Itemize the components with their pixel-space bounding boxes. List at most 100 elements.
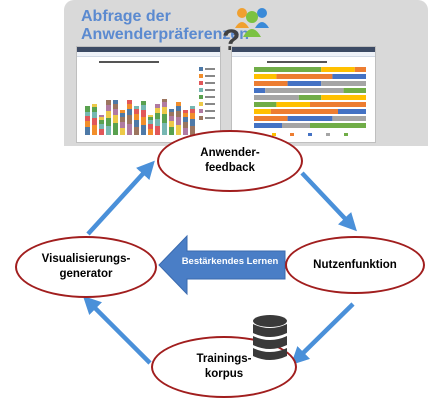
thumb-bar-segment (120, 110, 125, 113)
thumb-hbar-segment (354, 67, 366, 72)
thumb-bar-segment (190, 119, 195, 126)
thumb-legend-swatch (272, 133, 276, 136)
thumb-bar-segment (106, 105, 111, 111)
screenshot-titlebar (77, 47, 220, 52)
thumb-legend-swatch (199, 102, 203, 106)
thumb-bar-segment (127, 115, 132, 124)
thumb-hbar-segment (254, 67, 322, 72)
thumb-legend-text-mark (205, 103, 215, 105)
thumb-legend-swatch (344, 133, 348, 136)
thumb-bar-segment (113, 123, 118, 135)
thumb-bar-segment (134, 114, 139, 120)
thumb-bar-segment (120, 113, 125, 117)
thumb-bar-segment (92, 104, 97, 107)
thumb-bar-segment (127, 124, 132, 135)
thumb-legend-swatch (199, 88, 203, 92)
thumb-bar-segment (99, 117, 104, 120)
thumb-bar-segment (183, 117, 188, 122)
thumb-hbar-segment (287, 81, 322, 86)
thumb-bar-segment (106, 100, 111, 105)
thumb-bar-segment (120, 128, 125, 135)
thumb-hbar-segment (338, 109, 366, 114)
thumb-bar-segment (113, 100, 118, 104)
thumb-bar-segment (134, 109, 139, 114)
thumb-legend-text-mark (205, 96, 215, 98)
thumb-bar-segment (176, 106, 181, 111)
thumb-bar-segment (134, 127, 139, 135)
thumb-bar-segment (92, 107, 97, 112)
thumb-legend-text-mark (205, 75, 215, 77)
thumb-bar-segment (141, 110, 146, 117)
thumb-hbar-segment (276, 74, 333, 79)
thumb-title-mark (267, 61, 327, 63)
center-arrow-label: Bestärkendes Lernen (181, 256, 279, 267)
thumb-legend-text-mark (205, 117, 215, 119)
thumb-bar-segment (162, 107, 167, 114)
thumb-bar-segment (85, 106, 90, 112)
node-utility-function-label: Nutzenfunktion (313, 258, 397, 271)
thumb-hbar-segment (254, 88, 266, 93)
thumb-bar-segment (134, 106, 139, 109)
thumb-title-mark (99, 61, 159, 63)
arrow-feedback-to-utility (300, 171, 357, 232)
thumb-legend-text-mark (205, 110, 215, 112)
arrow-corpus-to-generator (82, 295, 152, 365)
thumb-bar-segment (127, 104, 132, 109)
thumb-hbar-segment (310, 123, 366, 128)
thumb-bar-segment (148, 120, 153, 124)
thumb-bar-segment (99, 124, 104, 129)
panel-title-line-1: Abfrage der (81, 8, 171, 25)
thumb-bar-segment (190, 106, 195, 109)
node-training-corpus-label: Trainings- korpus (196, 353, 252, 380)
thumb-bar-segment (148, 124, 153, 129)
screenshot-toolbar (232, 52, 375, 57)
thumb-bar-segment (113, 115, 118, 123)
thumb-hbar-segment (254, 116, 288, 121)
thumb-bar-segment (141, 117, 146, 125)
thumb-bar-segment (106, 111, 111, 118)
node-user-feedback-label: Anwender- feedback (200, 147, 260, 174)
thumb-bar-segment (106, 118, 111, 126)
thumb-hbar-segment (254, 81, 288, 86)
screenshot-toolbar (77, 52, 220, 57)
thumb-legend-swatch (199, 67, 203, 71)
thumb-bar-segment (176, 125, 181, 135)
database-icon (253, 315, 287, 360)
thumb-bar-segment (169, 127, 174, 135)
thumb-bar-segment (162, 102, 167, 107)
screenshot-titlebar (232, 47, 375, 52)
thumb-bar-segment (148, 115, 153, 117)
thumb-hbar-segment (332, 74, 366, 79)
arrow-utility-to-corpus (290, 302, 355, 366)
horizontal-stacked-chart-thumbnail (254, 61, 366, 136)
thumb-bar-segment (141, 105, 146, 110)
thumb-bar-segment (190, 126, 195, 135)
thumb-bar-segment (148, 117, 153, 120)
hbar-chart-screenshot (231, 46, 376, 143)
thumb-legend-text-mark (205, 68, 215, 70)
thumb-bar-segment (120, 117, 125, 122)
thumb-legend-swatch (199, 74, 203, 78)
thumb-legend-swatch (326, 133, 330, 136)
thumb-bar-segment (162, 114, 167, 123)
panel-title: Abfrage der Anwenderpräferenzen (81, 8, 281, 44)
thumb-bar-segment (134, 120, 139, 127)
thumb-bar-segment (155, 126, 160, 135)
thumb-bar-segment (99, 120, 104, 124)
thumb-hbar-segment (310, 102, 366, 107)
users-group-icon (235, 8, 269, 37)
thumb-bar-segment (155, 104, 160, 108)
thumb-bar-segment (106, 126, 111, 135)
thumb-bar-segment (85, 127, 90, 135)
thumb-hbar-segment (276, 102, 310, 107)
node-utility-function: Nutzenfunktion (285, 236, 425, 294)
thumb-hbar-segment (270, 109, 338, 114)
thumb-legend-text-mark (205, 89, 215, 91)
thumb-hbar-segment (254, 123, 282, 128)
panel-title-line-2: Anwenderpräferenzen (81, 26, 250, 43)
thumb-bar-segment (183, 113, 188, 117)
thumb-hbar-segment (254, 102, 277, 107)
thumb-bar-segment (85, 121, 90, 127)
node-user-feedback: Anwender- feedback (157, 130, 303, 192)
